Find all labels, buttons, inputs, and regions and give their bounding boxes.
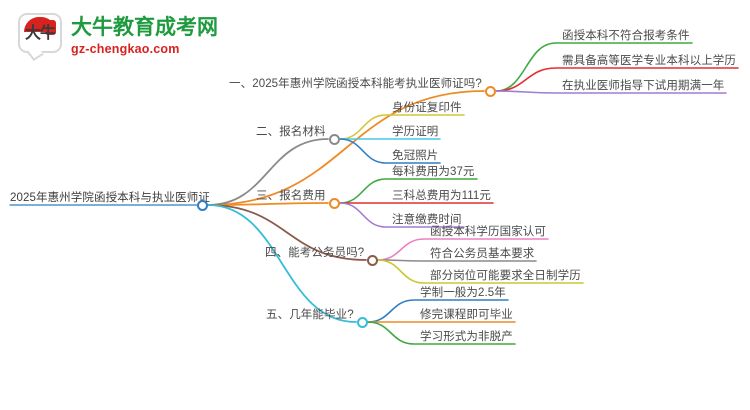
leaf-label-4-3[interactable]: 部分岗位可能要求全日制学历 [430,270,581,282]
logo-subtitle: gz-chengkao.com [71,41,180,56]
branch-label-5[interactable]: 五、几年能毕业? [266,309,354,321]
leaf-label-5-1[interactable]: 学制一般为2.5年 [420,287,506,299]
leaf-label-3-3[interactable]: 注意缴费时间 [392,214,462,226]
branch-node-dot-1[interactable] [484,85,496,97]
branch-node-dot-4[interactable] [366,254,378,266]
logo-wordmark: 大牛教育成考网 gz-chengkao.com [71,17,218,56]
root-node-dot[interactable] [196,199,208,211]
leaf-label-1-3[interactable]: 在执业医师指导下试用期满一年 [562,80,725,92]
branch-label-1[interactable]: 一、2025年惠州学院函授本科能考执业医师证吗? [229,78,482,90]
leaf-label-4-1[interactable]: 函授本科学历国家认可 [430,226,546,238]
branch-label-4[interactable]: 四、能考公务员吗? [265,247,365,259]
branch-node-dot-5[interactable] [356,316,368,328]
logo-red-dot-shape [45,20,56,35]
leaf-label-5-3[interactable]: 学习形式为非脱产 [420,331,513,343]
leaf-label-1-1[interactable]: 函授本科不符合报考条件 [562,30,690,42]
leaf-label-3-1[interactable]: 每科费用为37元 [392,166,475,178]
branch-label-3[interactable]: 三、报名费用 [256,190,326,202]
site-logo: 大牛 大牛教育成考网 gz-chengkao.com [18,8,218,64]
leaf-label-2-1[interactable]: 身份证复印件 [392,102,462,114]
leaf-label-2-2[interactable]: 学历证明 [392,126,439,138]
logo-mark-icon: 大牛 [18,13,64,59]
leaf-label-4-2[interactable]: 符合公务员基本要求 [430,248,535,260]
branch-node-dot-2[interactable] [328,133,340,145]
leaf-label-5-2[interactable]: 修完课程即可毕业 [420,309,513,321]
logo-title: 大牛教育成考网 [71,15,218,39]
root-node-label[interactable]: 2025年惠州学院函授本科与执业医师证 [10,192,210,204]
leaf-label-2-3[interactable]: 免冠照片 [392,150,439,162]
branch-label-2[interactable]: 二、报名材料 [256,126,326,138]
leaf-label-1-2[interactable]: 需具备高等医学专业本科以上学历 [562,55,736,67]
branch-node-dot-3[interactable] [328,197,340,209]
leaf-label-3-2[interactable]: 三科总费用为111元 [392,190,491,202]
logo-mark-text: 大牛 [24,25,56,42]
